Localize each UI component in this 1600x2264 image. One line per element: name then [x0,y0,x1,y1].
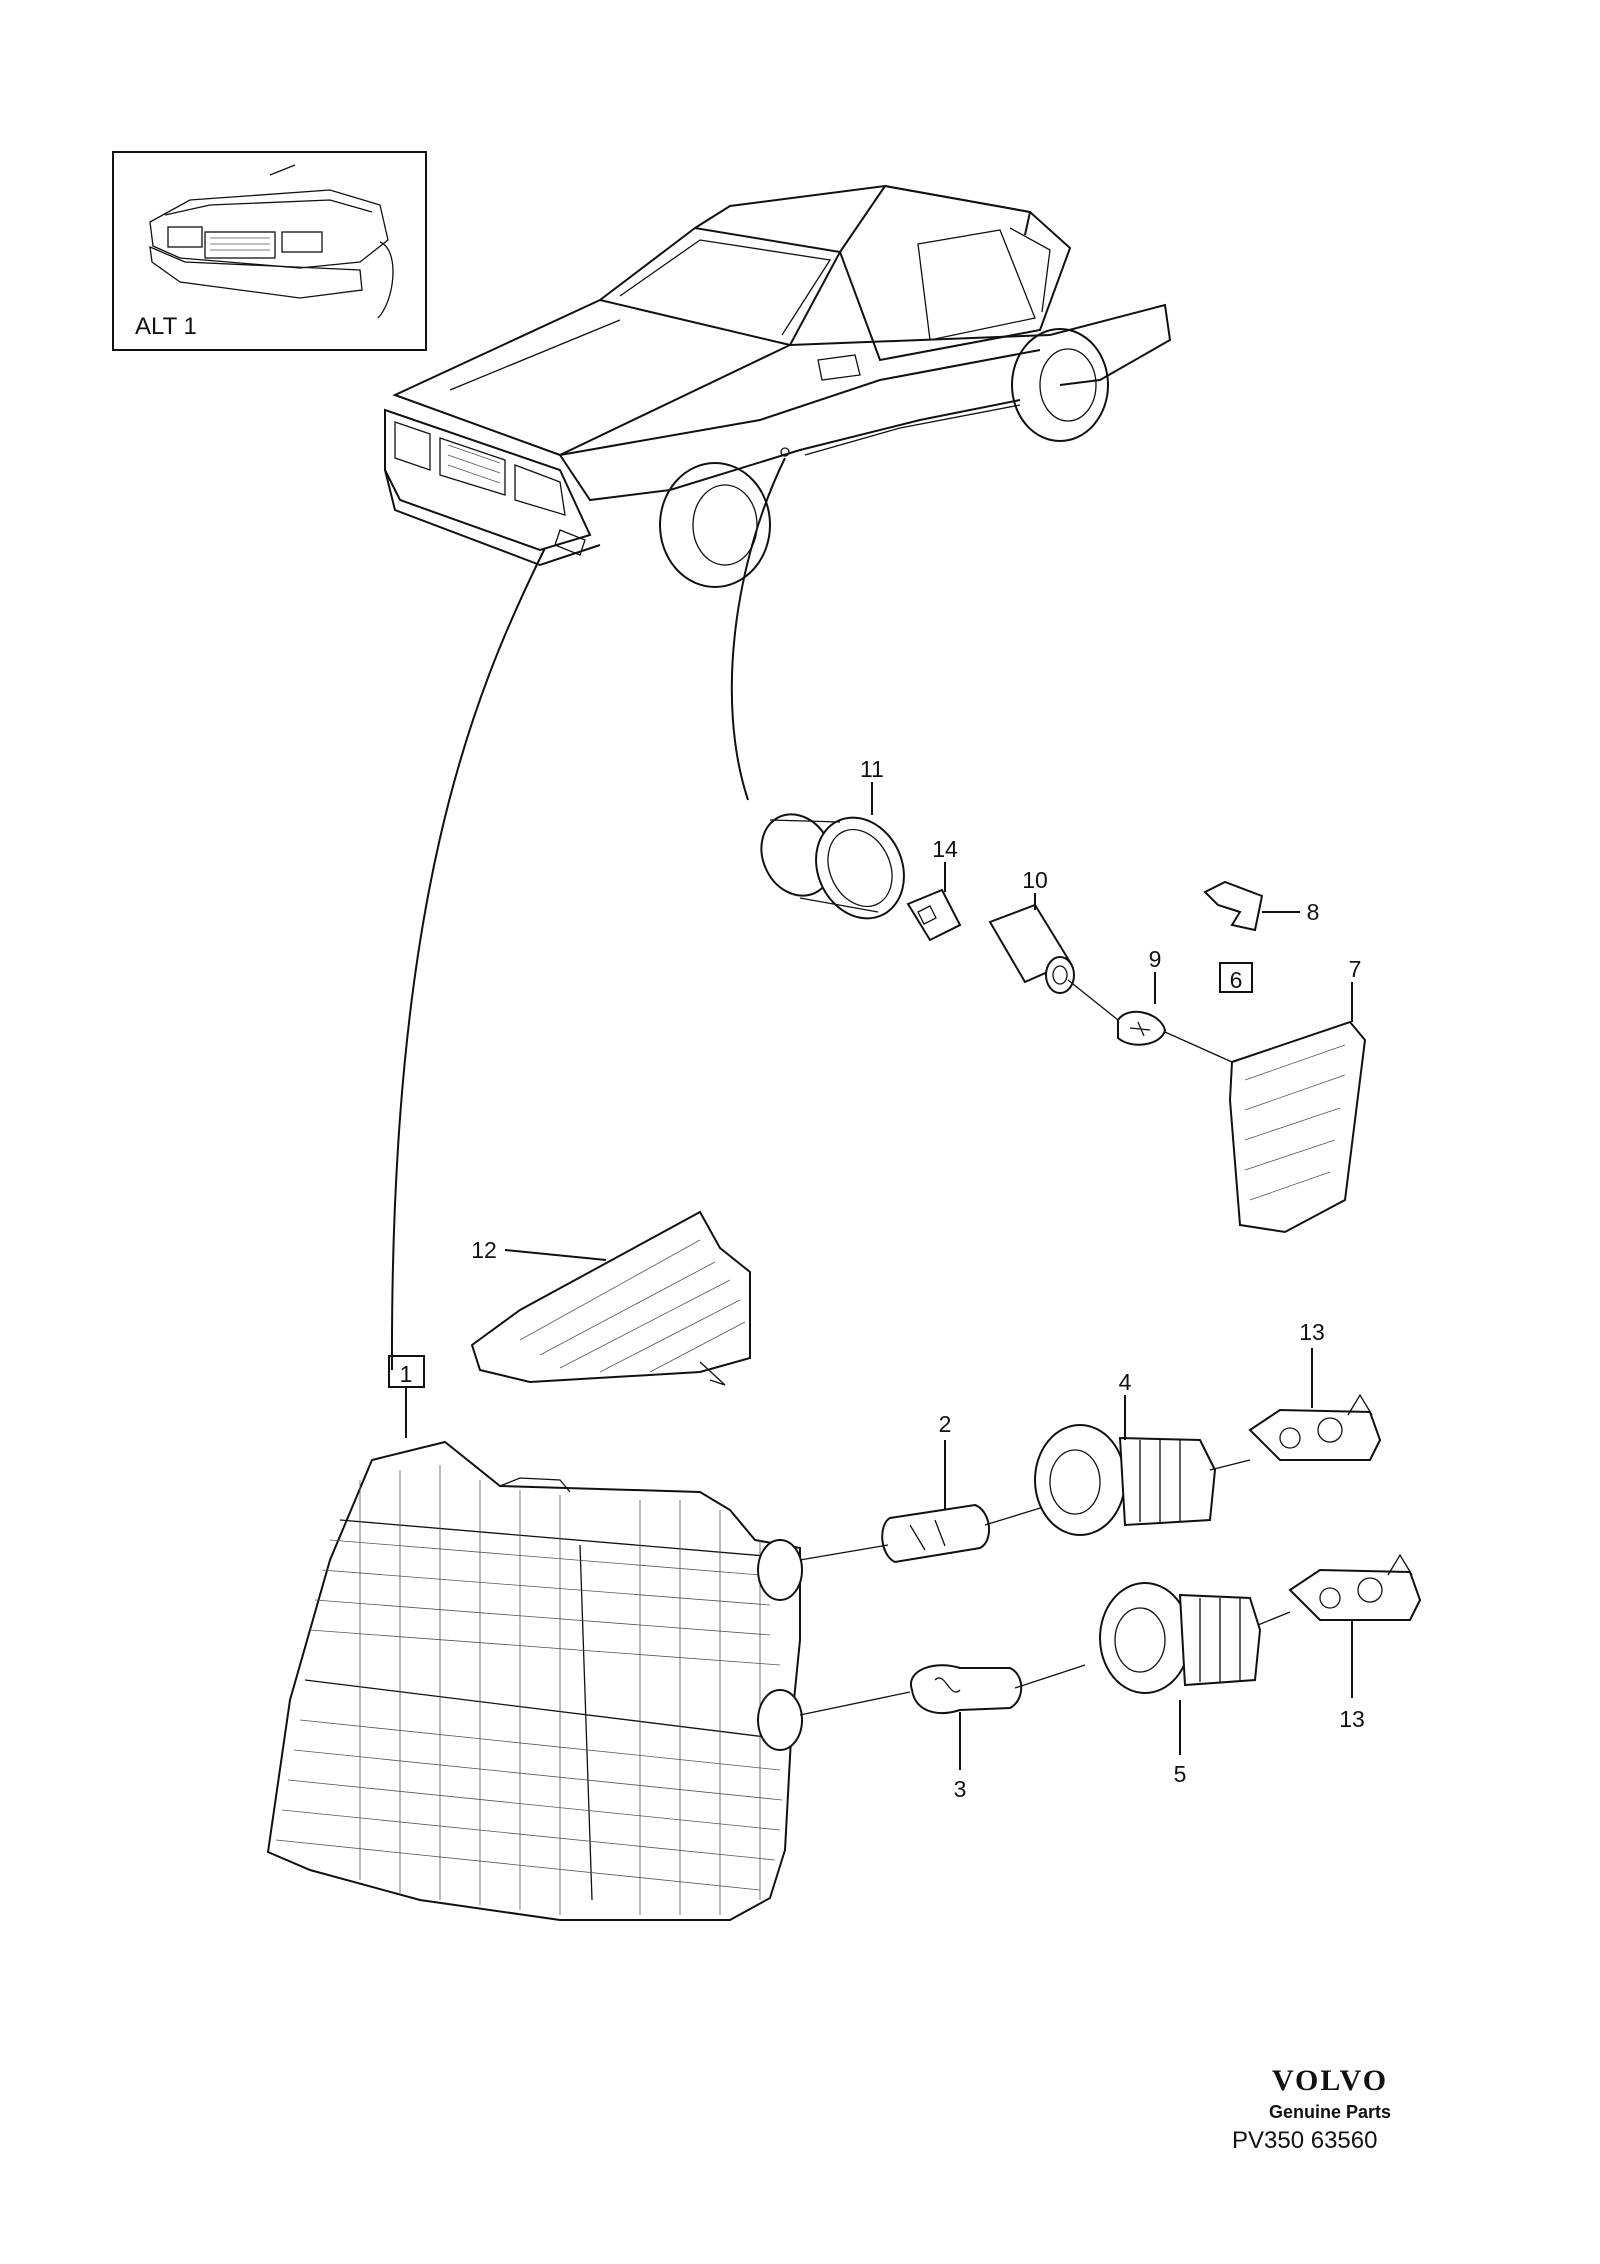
callout-12: 12 [471,1237,497,1263]
inset-label: ALT 1 [135,313,197,340]
part-1-box [388,1355,425,1438]
callout-6: 6 [1230,967,1243,993]
part-3-bulb [799,1664,1086,1770]
callout-5: 5 [1174,1761,1187,1787]
car-illustration [384,184,1172,588]
part-2-bulb [799,1440,1051,1564]
part-13-connector-upper [1248,1348,1382,1461]
callout-13-lower: 13 [1339,1706,1365,1732]
part-1-indicator-housing [266,1440,803,1921]
brand-logo: VOLVO [1272,2064,1388,2097]
brand-subtitle: Genuine Parts [1269,2102,1391,2122]
part-7-side-lens [1164,982,1367,1234]
inset-alt-1: ALT 1 [112,151,427,351]
callout-9: 9 [1149,946,1162,972]
callout-8: 8 [1307,899,1320,925]
callout-2: 2 [939,1411,952,1437]
leader-to-indicator [390,547,546,1371]
callout-10: 10 [1022,867,1048,893]
part-14-connector [906,862,962,942]
callout-1: 1 [400,1361,413,1387]
part-6-box [1219,962,1253,993]
callout-13-upper: 13 [1299,1319,1325,1345]
callout-3: 3 [954,1776,967,1802]
callout-4: 4 [1119,1369,1132,1395]
inset-car-front [149,164,394,319]
part-4-socket [1034,1395,1251,1536]
part-13-connector-lower [1288,1553,1422,1698]
part-9-bulb [1067,972,1167,1046]
part-10-bulb-holder [988,893,1075,994]
part-8-clip [1203,880,1300,932]
callout-7: 7 [1349,956,1362,982]
callout-11: 11 [860,756,884,782]
diagram-code: PV350 63560 [1232,2127,1377,2154]
part-11-grommet [760,782,905,920]
part-12-reflector [470,1210,751,1386]
part-5-socket [1099,1582,1291,1755]
callout-14: 14 [932,836,958,862]
leader-to-side-marker [730,457,786,801]
